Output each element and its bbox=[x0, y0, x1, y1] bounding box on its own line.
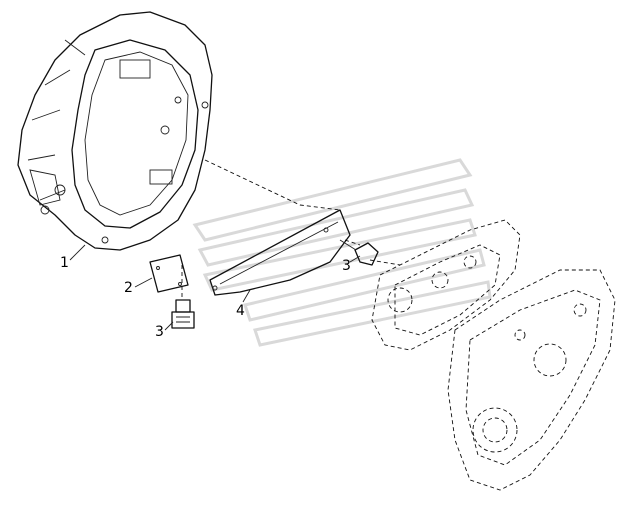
bolt-upper bbox=[339, 239, 379, 266]
timing-cover bbox=[371, 219, 521, 351]
callout-bolt-lower: 3 bbox=[155, 324, 164, 340]
callout-cover-plate: 2 bbox=[124, 280, 133, 296]
gear-housing bbox=[447, 269, 616, 491]
shield bbox=[209, 209, 351, 296]
callout-bolt-upper: 3 bbox=[342, 258, 351, 274]
leader-bolt-upper bbox=[349, 255, 361, 263]
cover-plate bbox=[149, 254, 189, 293]
leader-cover-plate bbox=[134, 277, 153, 288]
leader-shield bbox=[242, 289, 251, 303]
assembly-guides bbox=[181, 159, 401, 300]
callout-shield: 4 bbox=[236, 303, 245, 319]
callout-housing: 1 bbox=[60, 255, 69, 271]
leader-bolt-lower bbox=[164, 321, 174, 331]
watermark-logo bbox=[192, 158, 492, 347]
bolt-lower bbox=[171, 299, 195, 329]
bell-housing bbox=[17, 11, 213, 251]
leader-housing bbox=[69, 244, 86, 261]
